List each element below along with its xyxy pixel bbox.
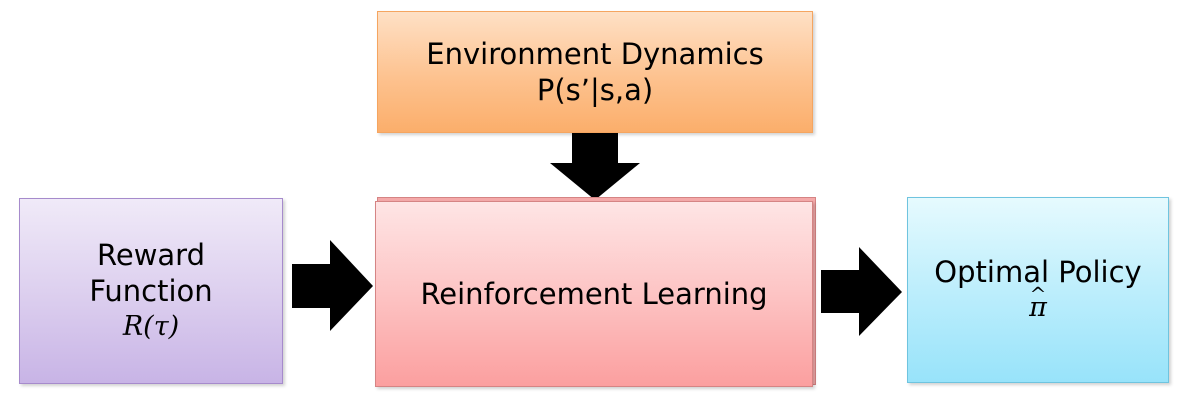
environment-dynamics-title: Environment Dynamics (426, 37, 764, 71)
reinforcement-learning-box: Reinforcement Learning (375, 201, 813, 387)
reward-function-line1: Reward (97, 238, 205, 272)
reward-function-line2: Function (89, 274, 213, 308)
environment-dynamics-box: Environment Dynamics P(s’|s,a) (377, 11, 813, 133)
reward-function-box: Reward Function R(τ) (19, 198, 283, 384)
optimal-policy-math: π (1029, 290, 1047, 326)
pi-hat-symbol: π (1029, 290, 1047, 326)
optimal-policy-box: Optimal Policy π (907, 197, 1169, 383)
environment-dynamics-formula: P(s’|s,a) (536, 73, 654, 107)
right-arrow-icon (821, 247, 902, 336)
reinforcement-learning-label: Reinforcement Learning (420, 277, 768, 311)
right-arrow-icon (292, 240, 373, 331)
down-arrow-icon (550, 133, 640, 200)
reward-function-math: R(τ) (122, 311, 180, 342)
